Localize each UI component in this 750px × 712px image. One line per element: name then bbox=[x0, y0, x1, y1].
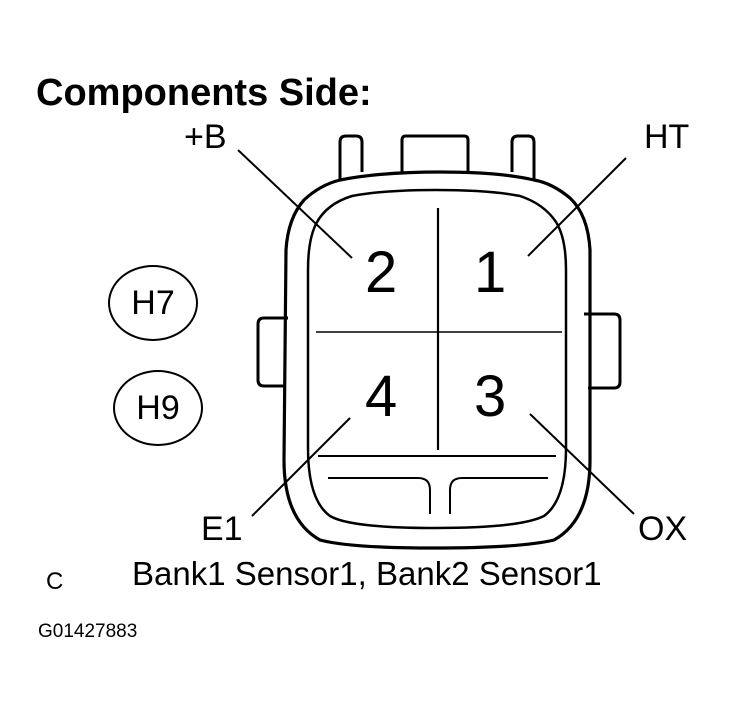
leader-line-ox bbox=[529, 413, 635, 515]
connector-code-h7: H7 bbox=[108, 265, 198, 341]
bottom-cavity-right bbox=[449, 477, 548, 514]
pin-number-2: 2 bbox=[365, 240, 398, 305]
diagram-title: Components Side: bbox=[36, 72, 372, 114]
connector-code-h9: H9 bbox=[113, 370, 203, 446]
connector-inner-housing bbox=[306, 188, 568, 530]
terminal-label-b: +B bbox=[184, 118, 227, 156]
connector-outer-housing bbox=[282, 170, 592, 550]
corner-letter: C bbox=[46, 568, 64, 595]
leader-line-b bbox=[237, 149, 353, 259]
terminal-label-e1: E1 bbox=[201, 510, 243, 548]
leader-line-ht bbox=[527, 157, 627, 257]
pin-number-4: 4 bbox=[365, 364, 398, 429]
sensor-caption: Bank1 Sensor1, Bank2 Sensor1 bbox=[132, 555, 602, 592]
pin-number-3: 3 bbox=[474, 364, 507, 429]
terminal-label-ht: HT bbox=[644, 118, 690, 156]
connector-left-post bbox=[338, 134, 364, 180]
connector-top-latch bbox=[400, 134, 470, 172]
connector-right-tab bbox=[584, 312, 622, 390]
pin-number-1: 1 bbox=[474, 240, 507, 305]
bottom-cavity-left bbox=[328, 477, 431, 514]
connector-left-tab bbox=[256, 316, 288, 388]
connector-right-post bbox=[510, 134, 536, 180]
figure-code: G01427883 bbox=[38, 621, 138, 642]
terminal-label-ox: OX bbox=[638, 510, 688, 548]
leader-line-e1 bbox=[251, 417, 351, 517]
